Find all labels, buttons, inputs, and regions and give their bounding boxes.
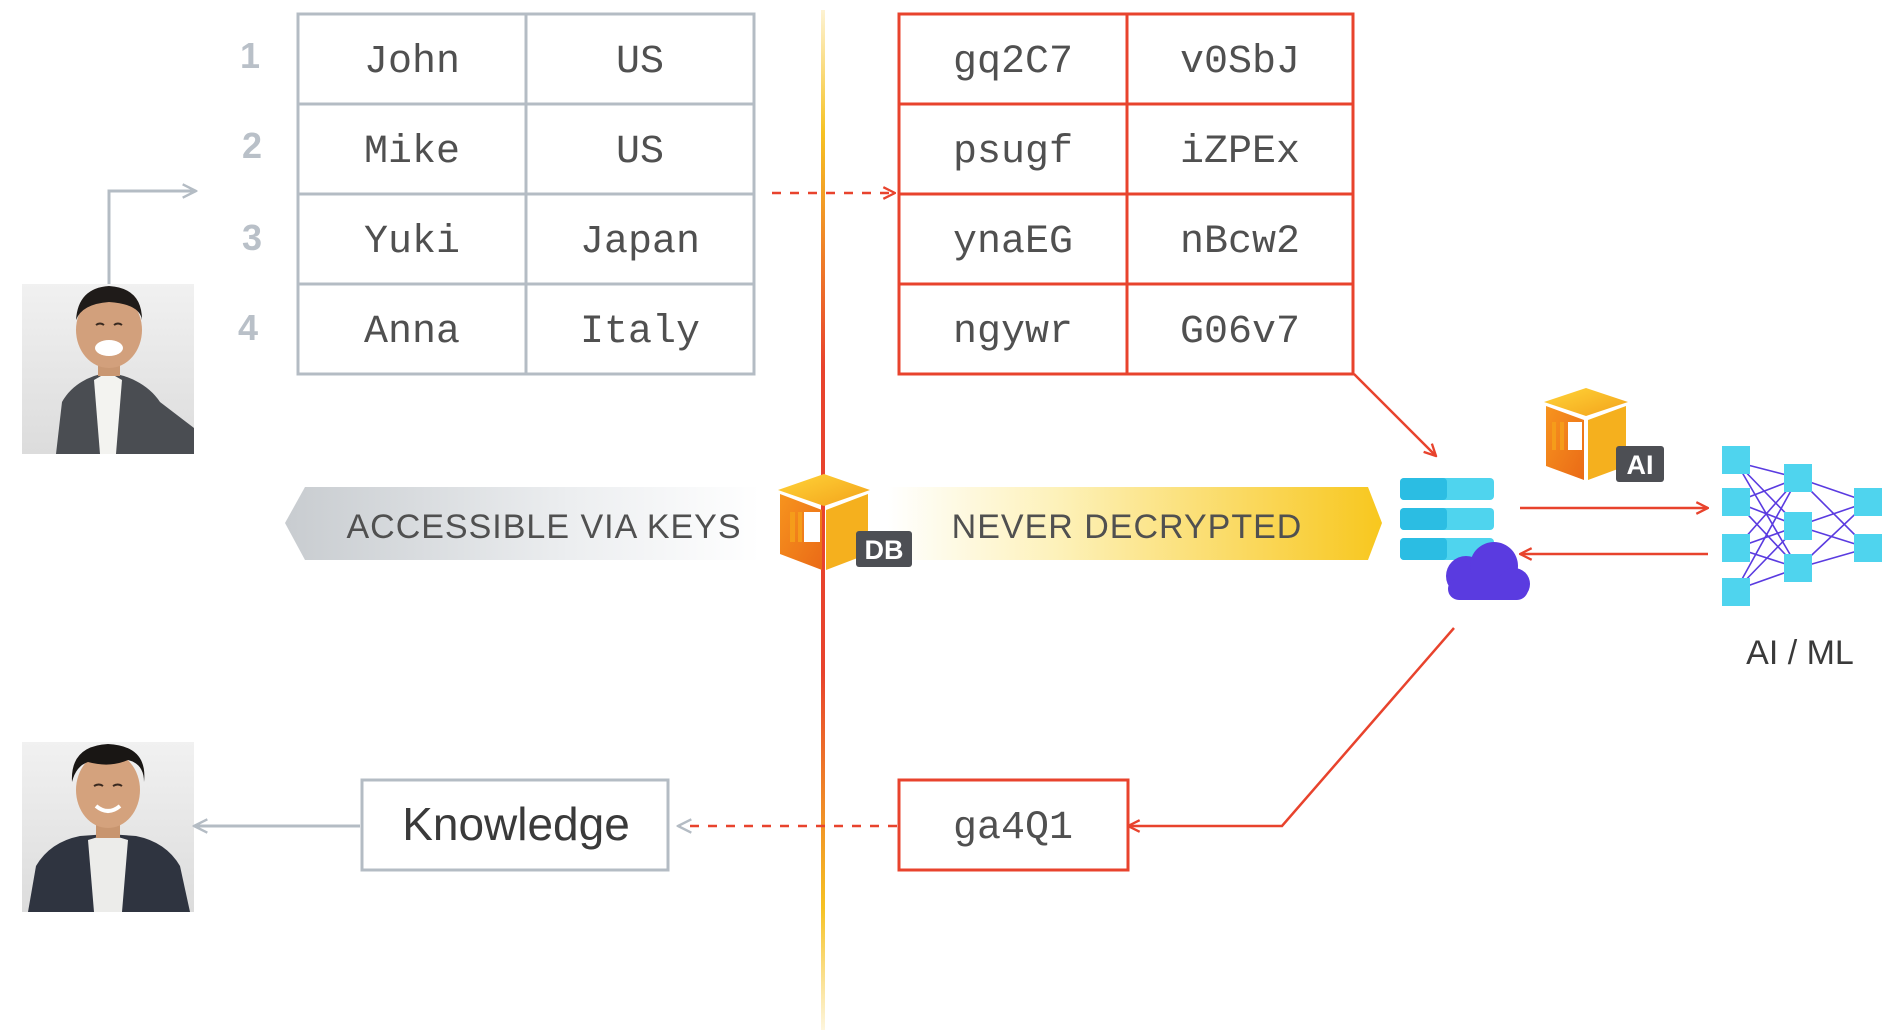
encrypted-to-cloud-arrow [1353,373,1436,456]
row-number: 3 [242,217,262,258]
banner-right [888,487,1382,560]
ai-badge: AI [1627,450,1654,480]
banner-left [285,487,760,560]
plain-cell: Mike [364,130,460,175]
ai-logo: AI [1544,388,1664,482]
encrypted-cell: psugf [953,130,1073,175]
person-photo-top [22,284,194,454]
plain-cell: Anna [364,310,460,355]
encrypted-cell: iZPEx [1180,130,1300,175]
divider-line [821,10,825,1030]
input-arrow [107,191,196,284]
plain-cell: John [364,40,460,85]
knowledge-box [360,778,670,872]
plain-table: John US Mike US Yuki Japan Anna Italy [296,12,756,376]
plain-cell: US [616,40,664,85]
encrypted-cell: ngywr [953,310,1073,355]
banner-right-label: NEVER DECRYPTED [952,508,1303,546]
row-number: 2 [242,125,262,166]
encrypted-cell: gq2C7 [953,40,1073,85]
database-logo: DB [778,474,912,570]
encrypted-cell: G06v7 [1180,310,1300,355]
encrypted-cell: ynaEG [953,220,1073,265]
result-box [897,778,1130,872]
cloud-to-result-arrow [1128,627,1455,826]
person-photo-bottom [22,742,194,912]
plain-cell: Yuki [364,220,460,265]
encrypted-cell: v0SbJ [1180,40,1300,85]
plain-cell: US [616,130,664,175]
knowledge-label: Knowledge [402,798,630,850]
encrypted-cell: nBcw2 [1180,220,1300,265]
row-numbers: 1 2 3 4 [238,35,262,348]
encrypted-table: gq2C7 v0SbJ psugf iZPEx ynaEG nBcw2 ngyw… [897,12,1355,376]
result-token: ga4Q1 [953,806,1073,851]
banner-left-label: ACCESSIBLE VIA KEYS [346,508,741,546]
row-number: 4 [238,307,258,348]
db-badge: DB [865,535,904,565]
row-number: 1 [240,35,260,76]
ai-ml-label: AI / ML [1746,634,1854,672]
cloud-database-icon [1400,478,1530,600]
plain-cell: Japan [580,220,700,265]
neural-network-icon [1722,446,1882,606]
plain-cell: Italy [580,310,700,355]
